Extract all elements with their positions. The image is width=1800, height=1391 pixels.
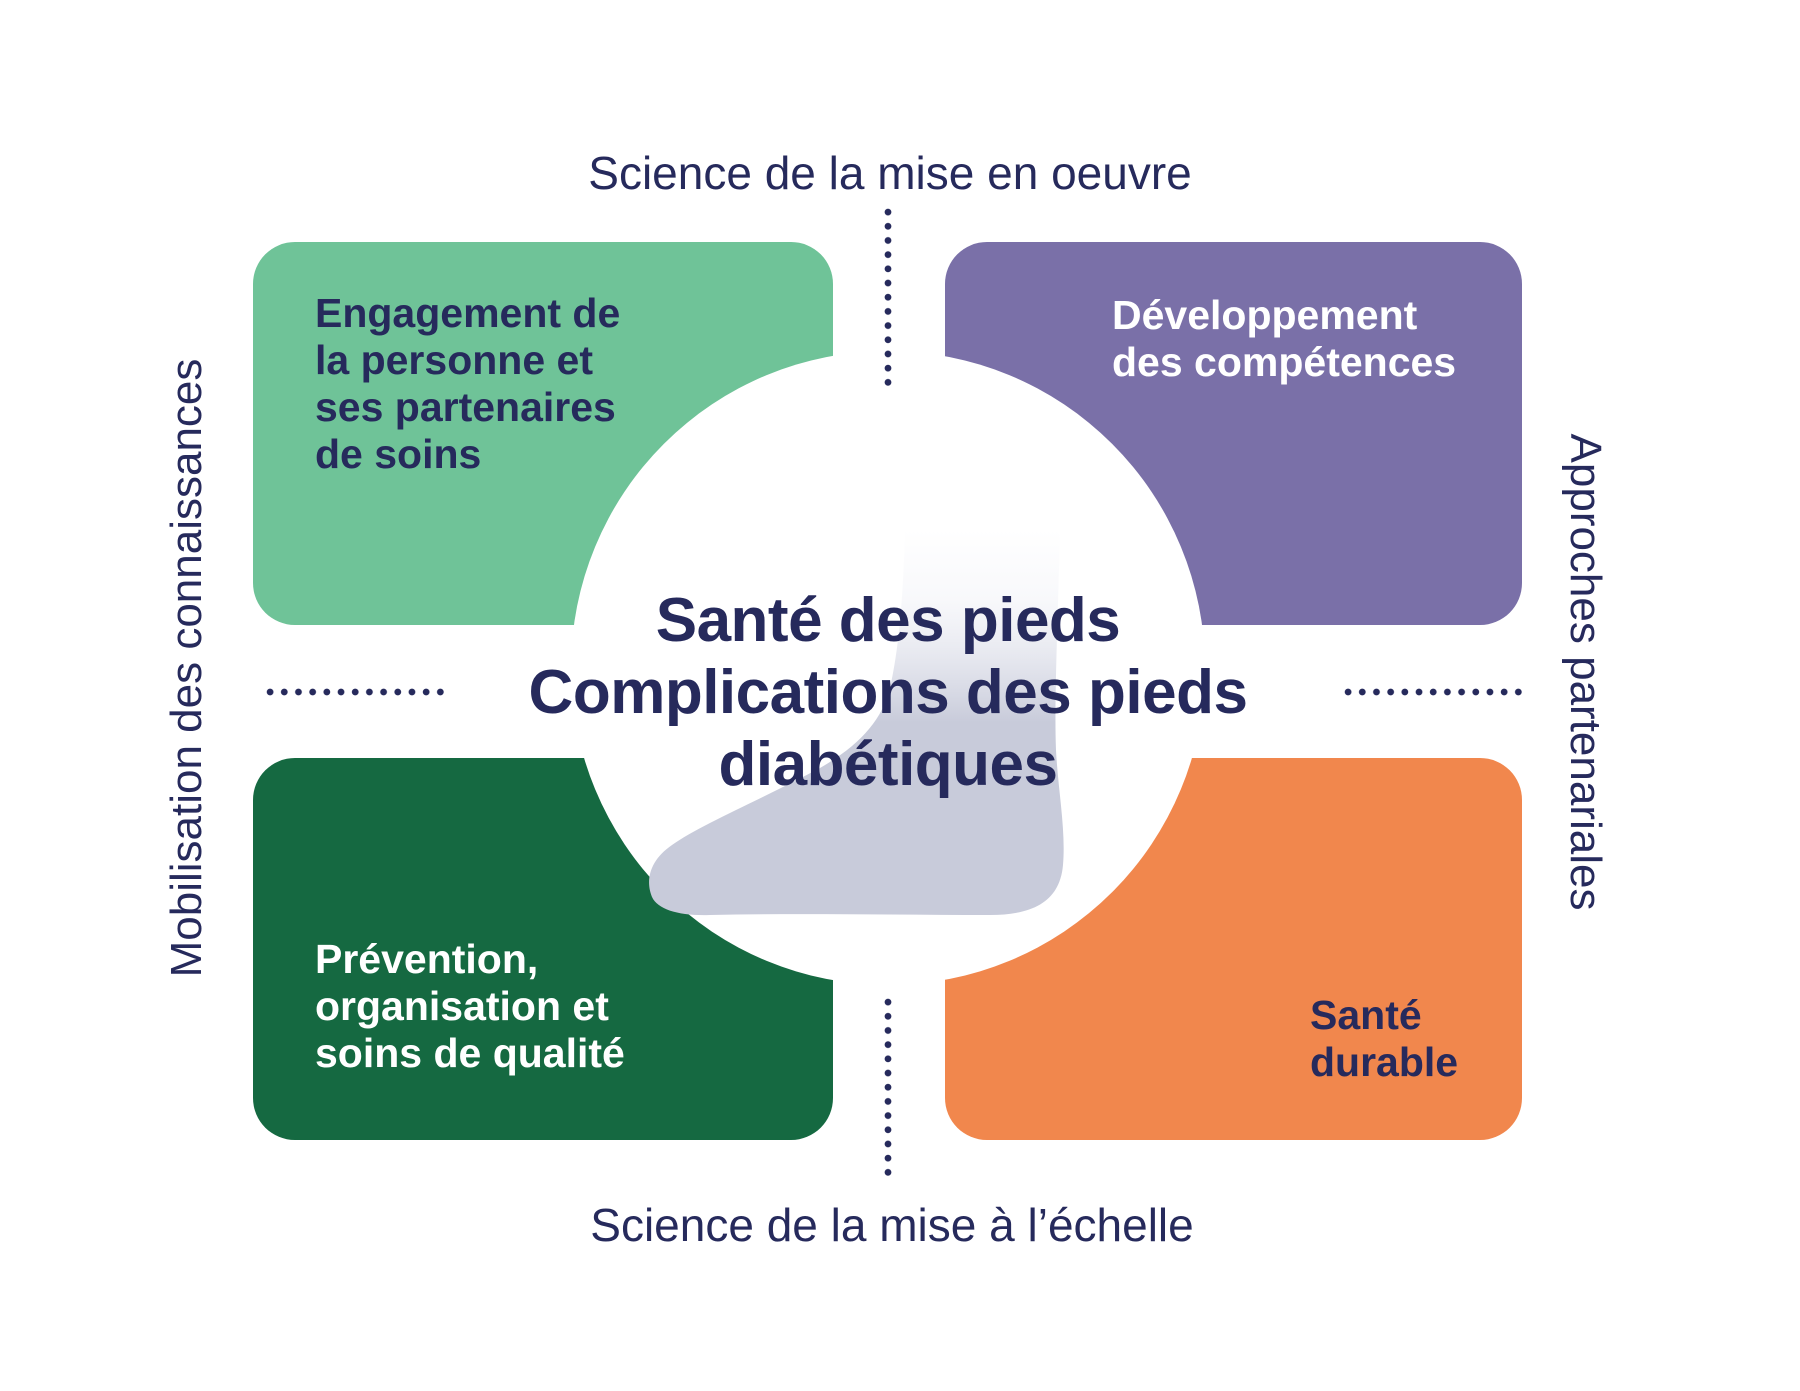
center-title: Santé des pieds Complications des pieds … bbox=[388, 585, 1388, 801]
label-line: Développement bbox=[1112, 292, 1418, 338]
foot-silhouette-icon bbox=[649, 530, 1064, 916]
quadrant-label-sante-durable: Santé durable bbox=[1310, 992, 1458, 1086]
foot-icon bbox=[649, 530, 1064, 916]
dotted-connector-top bbox=[884, 205, 892, 391]
dotted-connector-left bbox=[263, 688, 447, 696]
axis-label-top: Science de la mise en oeuvre bbox=[588, 147, 1192, 199]
label-line: de soins bbox=[315, 431, 482, 477]
label-line: Engagement de bbox=[315, 290, 621, 336]
label-line: organisation et bbox=[315, 983, 609, 1029]
center-title-line: diabétiques bbox=[718, 730, 1058, 799]
axis-label-right: Approches partenariales bbox=[1561, 433, 1610, 911]
center-title-line: Santé des pieds bbox=[655, 586, 1121, 655]
center-title-line: Complications des pieds bbox=[528, 658, 1248, 727]
label-line: soins de qualité bbox=[315, 1030, 625, 1076]
label-line: des compétences bbox=[1112, 339, 1457, 385]
dotted-connector-right bbox=[1341, 688, 1525, 696]
axis-label-left: Mobilisation des connaissances bbox=[162, 358, 211, 978]
label-line: durable bbox=[1310, 1039, 1459, 1085]
label-line: ses partenaires bbox=[315, 384, 616, 430]
quadrant-label-engagement: Engagement de la personne et ses partena… bbox=[315, 290, 620, 478]
axis-label-bottom: Science de la mise à l’échelle bbox=[590, 1199, 1194, 1251]
label-line: Prévention, bbox=[315, 936, 539, 982]
dotted-connector-bottom bbox=[884, 995, 892, 1181]
label-line: Santé bbox=[1310, 992, 1422, 1038]
quadrant-label-prevention: Prévention, organisation et soins de qua… bbox=[315, 936, 625, 1077]
quadrant-label-developpement: Développement des compétences bbox=[1112, 292, 1456, 386]
label-line: la personne et bbox=[315, 337, 593, 383]
